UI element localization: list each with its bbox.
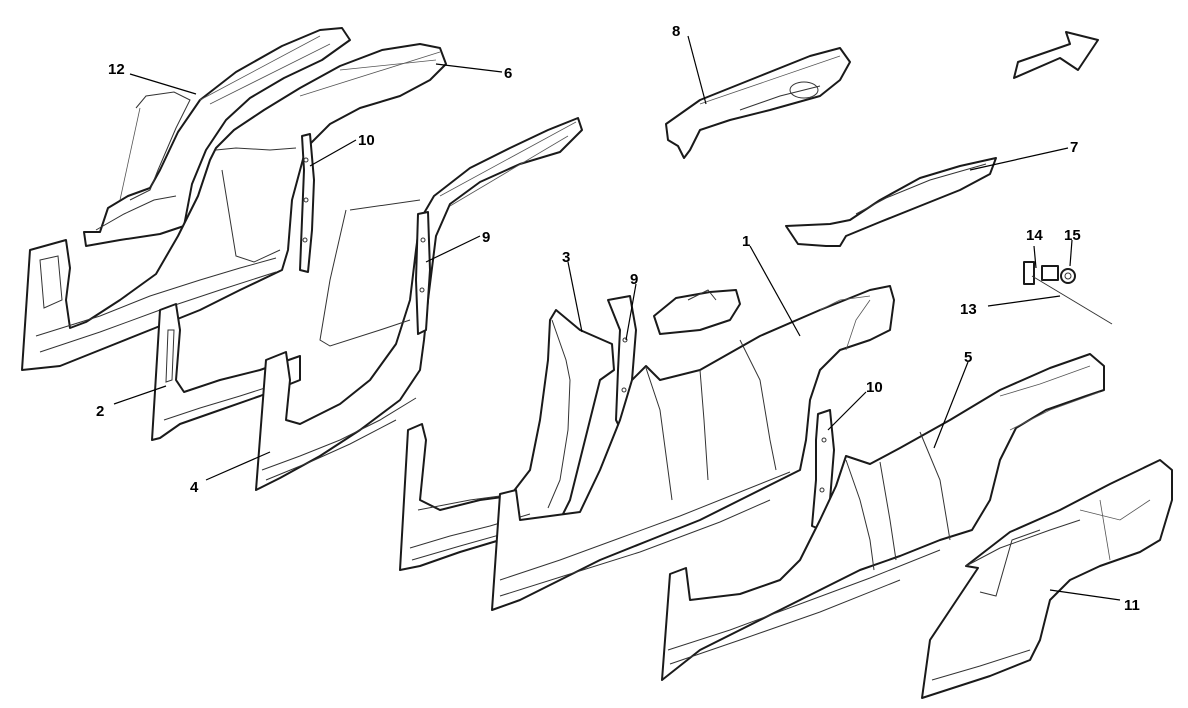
- callout-11: 11: [1124, 597, 1140, 614]
- leader-lines: [113, 35, 1121, 601]
- callout-8: 8: [672, 23, 680, 40]
- part-12-inner-panel: [83, 27, 351, 247]
- part-13-14-15-hardware: [1023, 261, 1113, 325]
- part-5-outer-panel: [661, 353, 1105, 681]
- callout-10-right: 10: [866, 379, 883, 396]
- callout-labels: 12 6 10 9 8 7 3 9 1 2 4 14 15 13 5 10 11: [96, 23, 1140, 614]
- callout-9-left: 9: [482, 229, 490, 246]
- callout-14: 14: [1026, 227, 1043, 244]
- part-9-strip-left: [415, 211, 431, 335]
- callout-9-right: 9: [630, 271, 638, 288]
- part-8-trim-panel: [665, 47, 851, 159]
- part-7-sill-trim: [785, 157, 997, 247]
- callout-12: 12: [108, 61, 125, 78]
- callout-10-upper: 10: [358, 132, 375, 149]
- direction-arrow-icon: [1013, 31, 1099, 79]
- part-10-strip-upper: [299, 133, 315, 273]
- callout-6: 6: [504, 65, 512, 82]
- callout-2: 2: [96, 403, 104, 420]
- callout-5: 5: [964, 349, 972, 366]
- part-1-main-side-panel: [491, 285, 895, 611]
- part-2-inner-sill: [151, 303, 301, 441]
- callout-3: 3: [562, 249, 570, 266]
- part-11-fender-skin: [921, 459, 1173, 699]
- callout-7: 7: [1070, 139, 1078, 156]
- callout-13: 13: [960, 301, 977, 318]
- callout-15: 15: [1064, 227, 1081, 244]
- callout-1: 1: [742, 233, 750, 250]
- callout-4: 4: [190, 479, 199, 496]
